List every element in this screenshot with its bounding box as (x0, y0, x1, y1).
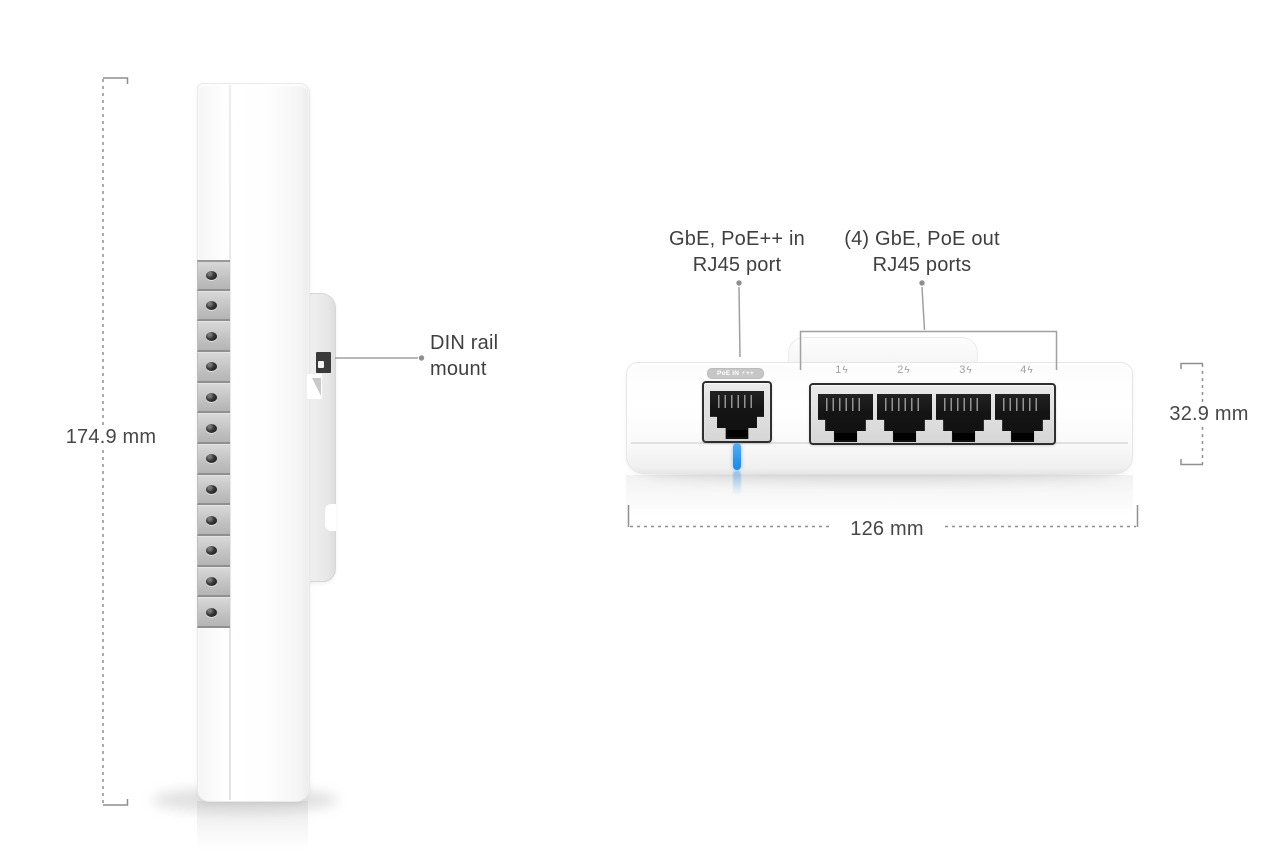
din-label-line1: DIN rail (430, 332, 499, 354)
rj45-pins (943, 398, 984, 412)
rj45-pins (1002, 398, 1043, 412)
poe-out-ports-bezel (809, 383, 1056, 445)
rj45-poe-out-jack-4 (995, 394, 1050, 442)
device-front-view: PoE IN ⚡++ 1ϟ 2ϟ 3ϟ 4ϟ (626, 362, 1133, 474)
din-clip-shadow-wedge (312, 378, 321, 396)
poe-out-annotation: (4) GbE, PoE out RJ45 ports (822, 226, 1022, 278)
rj45-poe-in-jack (710, 391, 764, 439)
terminal-block (197, 382, 230, 414)
din-rail-mount-clip (308, 293, 336, 582)
front-view-reflection (626, 475, 1133, 517)
status-led-reflection (733, 471, 741, 496)
rj45-poe-out-jack-1 (818, 394, 873, 442)
poe-out-annotation-line1: (4) GbE, PoE out (844, 228, 1000, 250)
lightning-bolt-icon: ϟ (966, 365, 973, 376)
terminal-block (197, 597, 230, 628)
depth-dimension-label: 32.9 mm (1148, 402, 1270, 427)
device-side-view (197, 83, 310, 802)
din-clip-lower-notch (325, 504, 336, 531)
poe-in-port-badge: PoE IN ⚡++ (707, 368, 764, 379)
rj45-clip-slot (1011, 433, 1034, 441)
din-rail-mount-label: DIN rail mount (430, 330, 498, 382)
terminal-block (197, 260, 230, 291)
rj45-poe-out-jack-2 (877, 394, 932, 442)
poe-out-annotation-line2: RJ45 ports (872, 254, 972, 276)
terminal-block (197, 535, 230, 567)
rj45-pins (717, 395, 757, 409)
rj45-pins (884, 398, 925, 412)
terminal-block (197, 505, 230, 536)
rj45-clip-slot (726, 430, 748, 438)
poe-in-annotation-line1: GbE, PoE++ in (668, 228, 806, 250)
side-terminal-blocks (197, 260, 230, 628)
rj45-clip-slot (893, 433, 916, 441)
port-label-2: 2ϟ (897, 364, 911, 376)
lightning-bolt-icon: ϟ (842, 365, 849, 376)
din-rail-hook-icon (316, 352, 331, 373)
port-label-3: 3ϟ (959, 364, 973, 376)
lightning-bolt-icon: ϟ (1027, 365, 1034, 376)
status-led (733, 443, 741, 470)
side-view-reflection (197, 801, 308, 851)
terminal-block (197, 351, 230, 383)
port-label-4: 4ϟ (1020, 364, 1034, 376)
din-label-line2: mount (430, 358, 487, 380)
lightning-bolt-icon: ϟ (904, 365, 911, 376)
rj45-pins (825, 398, 866, 412)
rj45-clip-slot (952, 433, 975, 441)
terminal-block (197, 566, 230, 598)
port-label-1: 1ϟ (835, 364, 849, 376)
terminal-block (197, 321, 230, 352)
side-panel-seam (229, 85, 231, 800)
width-dimension-label: 126 mm (833, 517, 941, 542)
poe-in-annotation-line2: RJ45 port (692, 254, 782, 276)
terminal-block (197, 290, 230, 322)
poe-in-port-bezel (702, 381, 772, 443)
terminal-block (197, 413, 230, 444)
terminal-block (197, 443, 230, 475)
poe-in-annotation: GbE, PoE++ in RJ45 port (637, 226, 837, 278)
height-dimension-label: 174.9 mm (55, 425, 167, 450)
rj45-poe-out-jack-3 (936, 394, 991, 442)
terminal-block (197, 474, 230, 506)
rj45-clip-slot (834, 433, 857, 441)
